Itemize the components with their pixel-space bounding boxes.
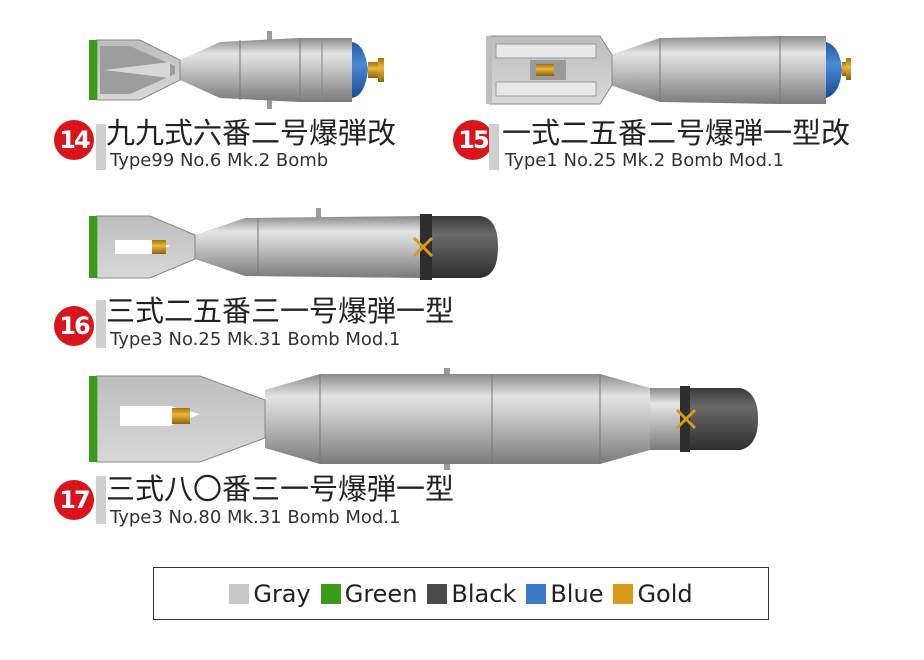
number-badge: 17 (54, 480, 94, 520)
black-swatch (427, 583, 448, 604)
legend-item-black: Black (427, 580, 516, 608)
legend-label: Gold (637, 579, 693, 608)
bomb-17-drawing (89, 368, 758, 470)
legend-label: Gray (253, 579, 311, 608)
bomb-name-jp: 九九式六番二号爆弾改 (106, 116, 397, 150)
bomb-name-en: Type3 No.25 Mk.31 Bomb Mod.1 (110, 329, 401, 350)
number-badge: 14 (54, 120, 94, 160)
legend-item-blue: Blue (526, 580, 603, 608)
bomb-name-en: Type1 No.25 Mk.2 Bomb Mod.1 (505, 150, 785, 171)
gray-swatch (229, 583, 250, 604)
legend-item-green: Green (320, 579, 418, 608)
label-bar (96, 300, 106, 348)
green-swatch (320, 583, 341, 604)
bomb-14-drawing (89, 31, 384, 109)
bomb-name-en: Type99 No.6 Mk.2 Bomb (110, 150, 329, 171)
legend-item-gray: Gray (229, 579, 311, 608)
legend-label: Green (344, 579, 418, 608)
bomb-15-drawing (486, 35, 851, 105)
gold-swatch (613, 583, 634, 604)
bomb-name-jp: 三式二五番三一号爆弾一型 (106, 294, 455, 328)
label-bar (489, 124, 499, 170)
number-badge: 16 (54, 306, 94, 346)
legend-label: Black (451, 579, 517, 608)
label-bar (96, 124, 106, 170)
blue-swatch (526, 583, 547, 604)
bomb-16-drawing (89, 208, 498, 280)
color-legend: Gray Green Black Blue Gold (153, 567, 769, 620)
legend-label: Blue (550, 579, 604, 608)
label-bar (96, 476, 106, 524)
bomb-name-jp: 三式八〇番三一号爆弾一型 (106, 472, 455, 506)
bomb-name-en: Type3 No.80 Mk.31 Bomb Mod.1 (110, 507, 401, 528)
number-badge: 15 (453, 120, 493, 160)
legend-item-gold: Gold (613, 579, 693, 608)
bomb-name-jp: 一式二五番二号爆弾一型改 (502, 116, 851, 150)
